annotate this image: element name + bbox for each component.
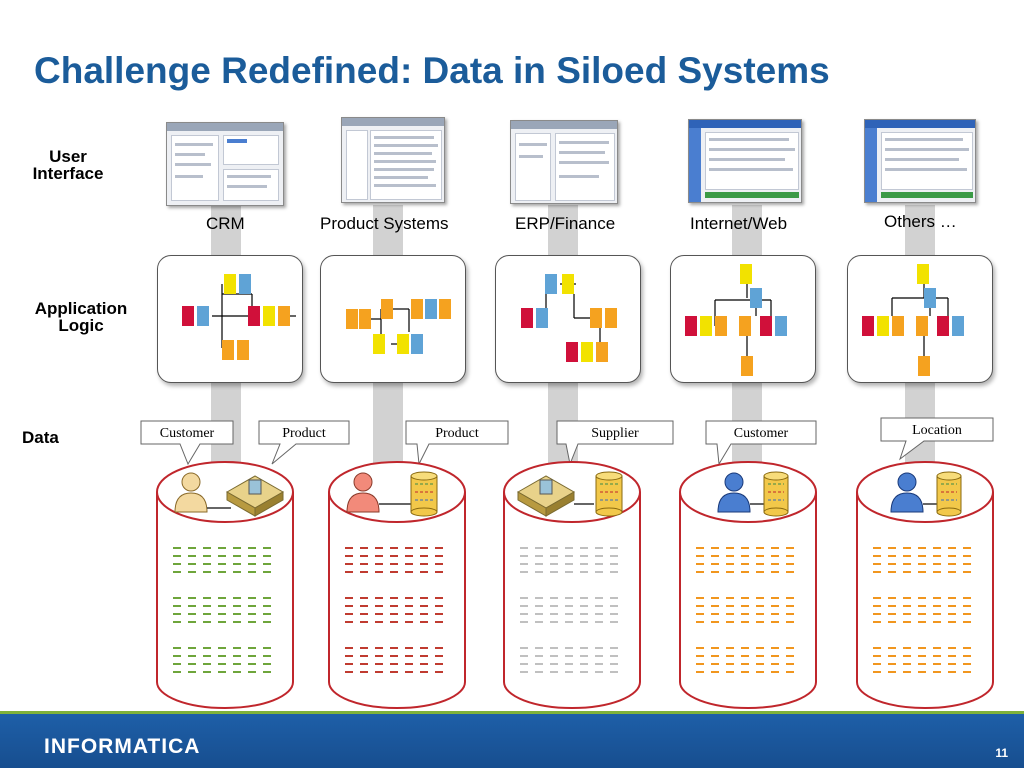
- data-cylinder-internet: [678, 460, 818, 710]
- logic-box-others: [847, 255, 993, 383]
- database-icon: [763, 471, 789, 517]
- callout-supplier: Supplier: [556, 420, 674, 466]
- data-cylinder-erp: [502, 460, 642, 710]
- data-records: [696, 547, 800, 673]
- callout-label: Customer: [159, 426, 215, 441]
- database-icon: [936, 471, 962, 517]
- informatica-logo: INFORMATICA: [44, 735, 201, 758]
- customer-icon: [346, 472, 380, 513]
- data-records: [873, 547, 977, 673]
- data-records: [173, 547, 277, 673]
- slide-title: Challenge Redefined: Data in Siloed Syst…: [34, 50, 830, 91]
- footer-bar: [0, 714, 1024, 768]
- ui-screenshot-others: [864, 119, 976, 203]
- customer-icon: [890, 472, 924, 513]
- ui-screenshot-crm: [166, 122, 284, 206]
- callout-crm-customer: Customer: [140, 420, 234, 466]
- system-label-others: Others …: [884, 212, 957, 231]
- system-label-erp: ERP/Finance: [515, 214, 616, 233]
- logic-diagram-others: [862, 264, 964, 376]
- callout-location: Location: [880, 417, 994, 463]
- callout-label: Product: [282, 426, 326, 441]
- logic-box-erp: [495, 255, 641, 383]
- row-label-application-logic: Application Logic: [34, 299, 128, 335]
- callout-product: Product: [405, 420, 509, 466]
- product-icon: [516, 475, 576, 517]
- database-icon: [410, 471, 438, 517]
- callout-label: Supplier: [591, 426, 639, 441]
- callout-crm-product: Product: [258, 420, 350, 466]
- page-number: 11: [995, 746, 1008, 760]
- callout-label: Location: [912, 423, 962, 438]
- data-records: [520, 547, 624, 673]
- ui-screenshot-erp: [510, 120, 618, 204]
- logic-diagram-internet: [685, 264, 787, 376]
- callout-label: Customer: [733, 426, 789, 441]
- callout-internet-customer: Customer: [705, 420, 817, 466]
- data-records: [345, 547, 449, 673]
- logic-diagram-crm: [182, 274, 296, 360]
- customer-icon: [717, 472, 751, 513]
- ui-screenshot-internet: [688, 119, 802, 203]
- logic-box-crm: [157, 255, 303, 383]
- data-cylinder-product: [327, 460, 467, 710]
- callout-label: Product: [435, 426, 479, 441]
- logic-box-product: [320, 255, 466, 383]
- data-cylinder-others: [855, 460, 995, 710]
- ui-screenshot-product-systems: [341, 117, 445, 203]
- row-label-data: Data: [22, 428, 59, 447]
- footer-accent-line: [0, 711, 1024, 714]
- system-label-crm: CRM: [206, 214, 245, 233]
- database-icon: [595, 471, 623, 517]
- customer-icon: [174, 472, 208, 513]
- logic-box-internet: [670, 255, 816, 383]
- product-icon: [225, 475, 285, 517]
- data-cylinder-crm: [155, 460, 295, 710]
- system-label-product-systems: Product Systems: [320, 214, 449, 233]
- logic-diagram-product: [346, 299, 451, 354]
- system-label-internet: Internet/Web: [690, 214, 788, 233]
- row-label-user-interface: User Interface: [32, 147, 104, 183]
- logic-diagram-erp: [521, 274, 617, 362]
